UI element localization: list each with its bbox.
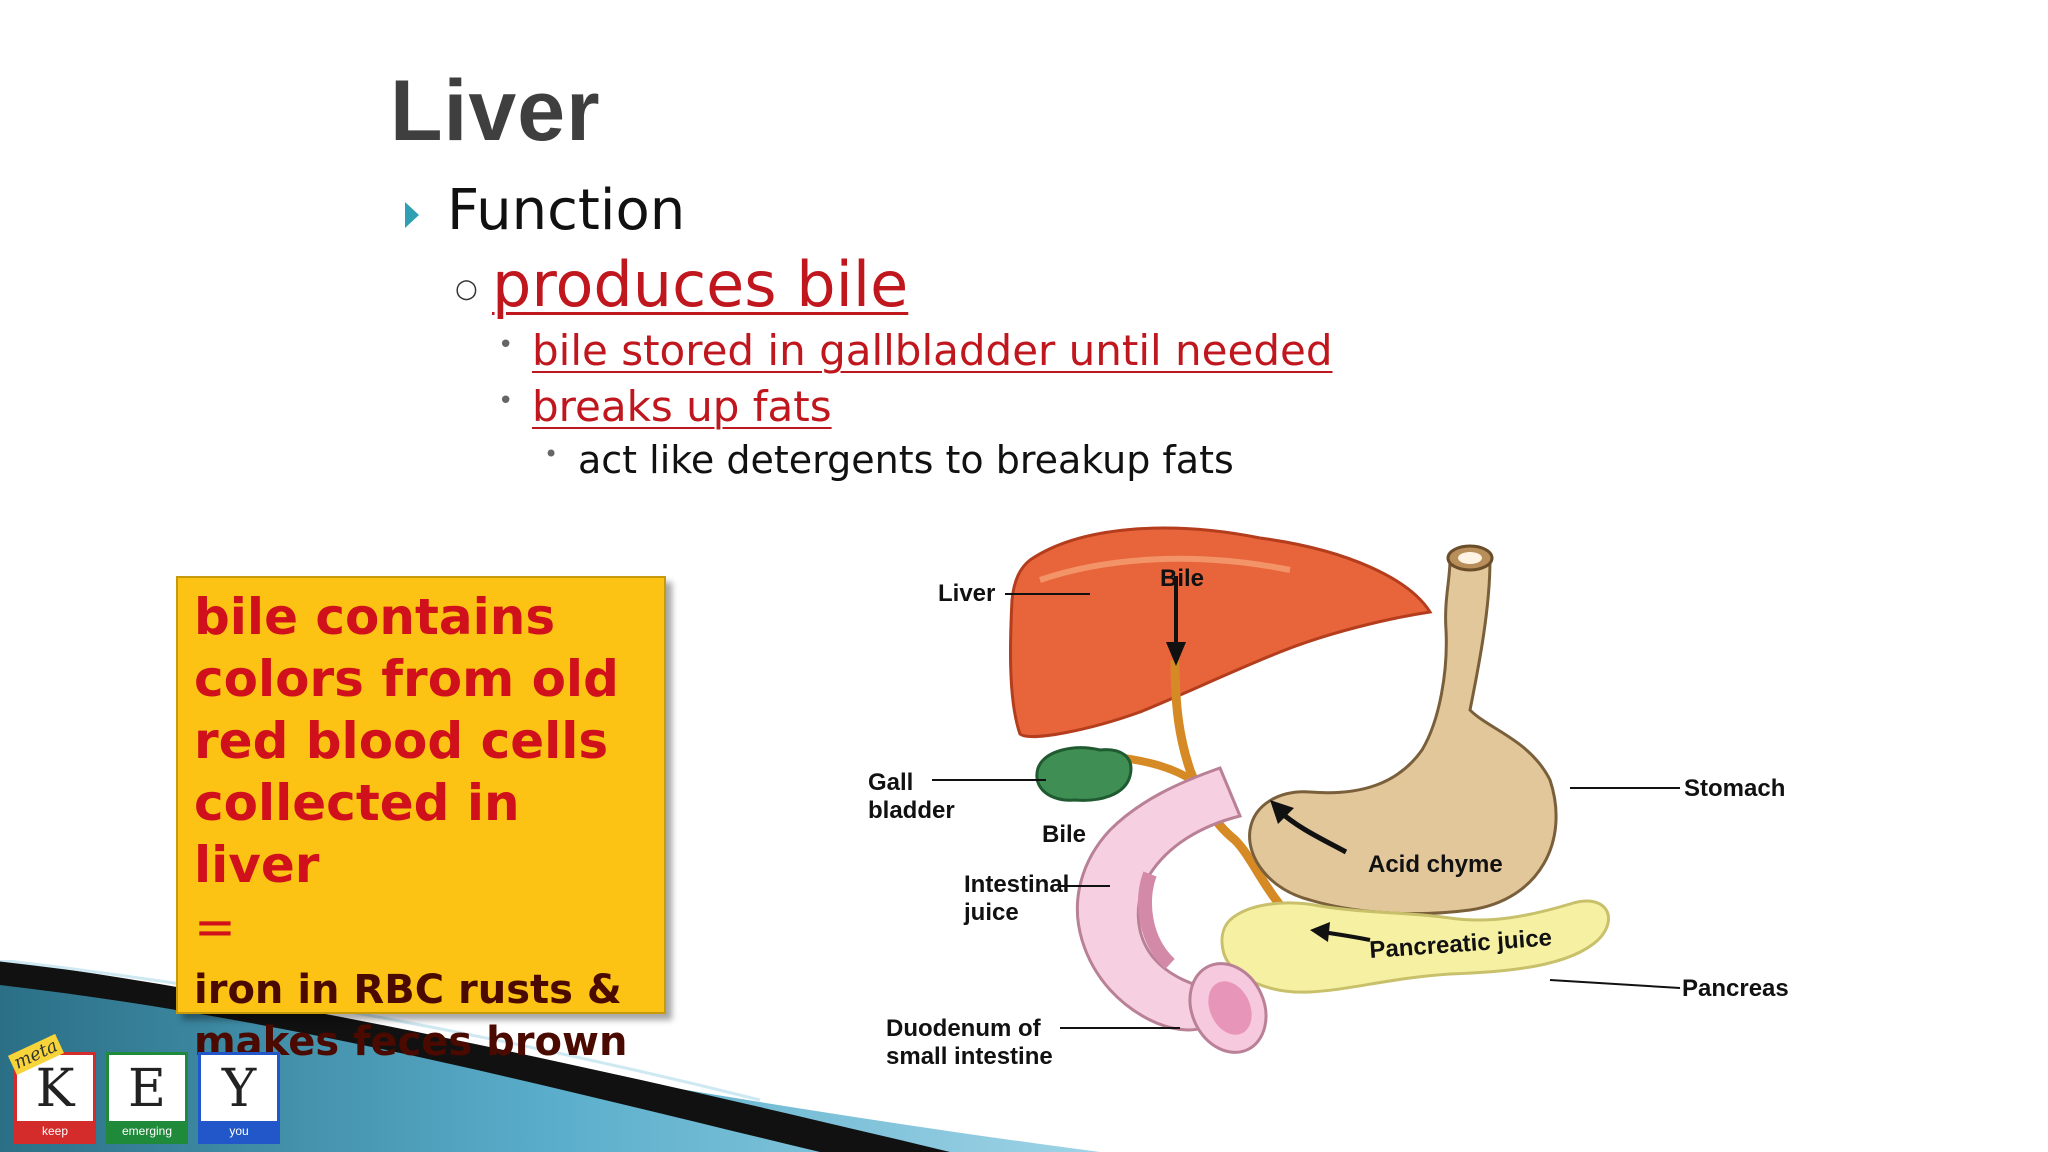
bile-callout-box: bile contains colors from old red blood …	[176, 576, 666, 1065]
label-bladder: bladder	[868, 797, 955, 824]
label-acid-chyme: Acid chyme	[1368, 851, 1503, 878]
bullet-breaks-up-fats: • breaks up fats	[498, 382, 832, 431]
gallbladder-shape	[1035, 746, 1133, 802]
triangle-bullet-icon	[405, 202, 419, 228]
label-bile-bottom: Bile	[1042, 821, 1086, 848]
label-stomach: Stomach	[1684, 775, 1785, 802]
bullet-detergents: • act like detergents to breakup fats	[544, 438, 1234, 482]
label-liver: Liver	[938, 580, 995, 607]
label-intestinal: Intestinal	[964, 871, 1069, 898]
bullet-function-text: Function	[447, 178, 686, 243]
label-duodenum: Duodenum of	[886, 1015, 1042, 1042]
label-gall: Gall	[868, 769, 913, 796]
bullet-produces-bile: ○ produces bile	[455, 248, 909, 321]
circle-bullet-icon: ○	[455, 274, 478, 304]
logo-caption-you: you	[201, 1121, 277, 1141]
label-small-intestine: small intestine	[886, 1043, 1053, 1070]
callout-line: colors from old	[194, 650, 619, 708]
digestive-diagram: Liver Bile Gall bladder Bile Intestinal …	[868, 526, 1789, 1070]
logo-box-k: K keep	[14, 1052, 96, 1144]
logo-letter-e: E	[128, 1059, 166, 1119]
callout-line: collected in liver	[194, 774, 520, 894]
dot-bullet-icon: •	[498, 330, 514, 360]
logo-letter-k: K	[35, 1059, 75, 1119]
logo-box-e: E emerging	[106, 1052, 188, 1144]
bullet-function: Function	[405, 178, 686, 243]
logo-letter-y: Y	[221, 1059, 257, 1119]
liver-shape	[1009, 526, 1433, 738]
logo-box-y: Y you	[198, 1052, 280, 1144]
callout-equals: =	[194, 898, 236, 956]
label-juice: juice	[963, 899, 1019, 926]
dot-bullet-icon: •	[498, 386, 514, 416]
dot-bullet-icon: •	[544, 440, 559, 468]
bullet-bile-stored: • bile stored in gallbladder until neede…	[498, 326, 1333, 375]
key-logo: K keep E emerging Y you meta	[7, 1034, 282, 1144]
bullet-produces-bile-text: produces bile	[492, 248, 909, 321]
bullet-detergents-text: act like detergents to breakup fats	[578, 438, 1234, 482]
callout-line: bile contains	[194, 588, 556, 646]
bullet-bile-stored-text: bile stored in gallbladder until needed	[532, 326, 1333, 375]
logo-caption-keep: keep	[17, 1121, 93, 1141]
slide-title: Liver	[390, 63, 601, 159]
stomach-shape	[1248, 549, 1558, 916]
bullet-breaks-up-fats-text: breaks up fats	[532, 382, 832, 431]
callout-subline: iron in RBC rusts &	[194, 967, 622, 1013]
label-bile-top: Bile	[1160, 565, 1204, 592]
label-pancreas: Pancreas	[1682, 975, 1789, 1002]
pancreas-shape	[1220, 899, 1610, 994]
callout-line: red blood cells	[194, 712, 609, 770]
logo-caption-emerging: emerging	[109, 1121, 185, 1141]
